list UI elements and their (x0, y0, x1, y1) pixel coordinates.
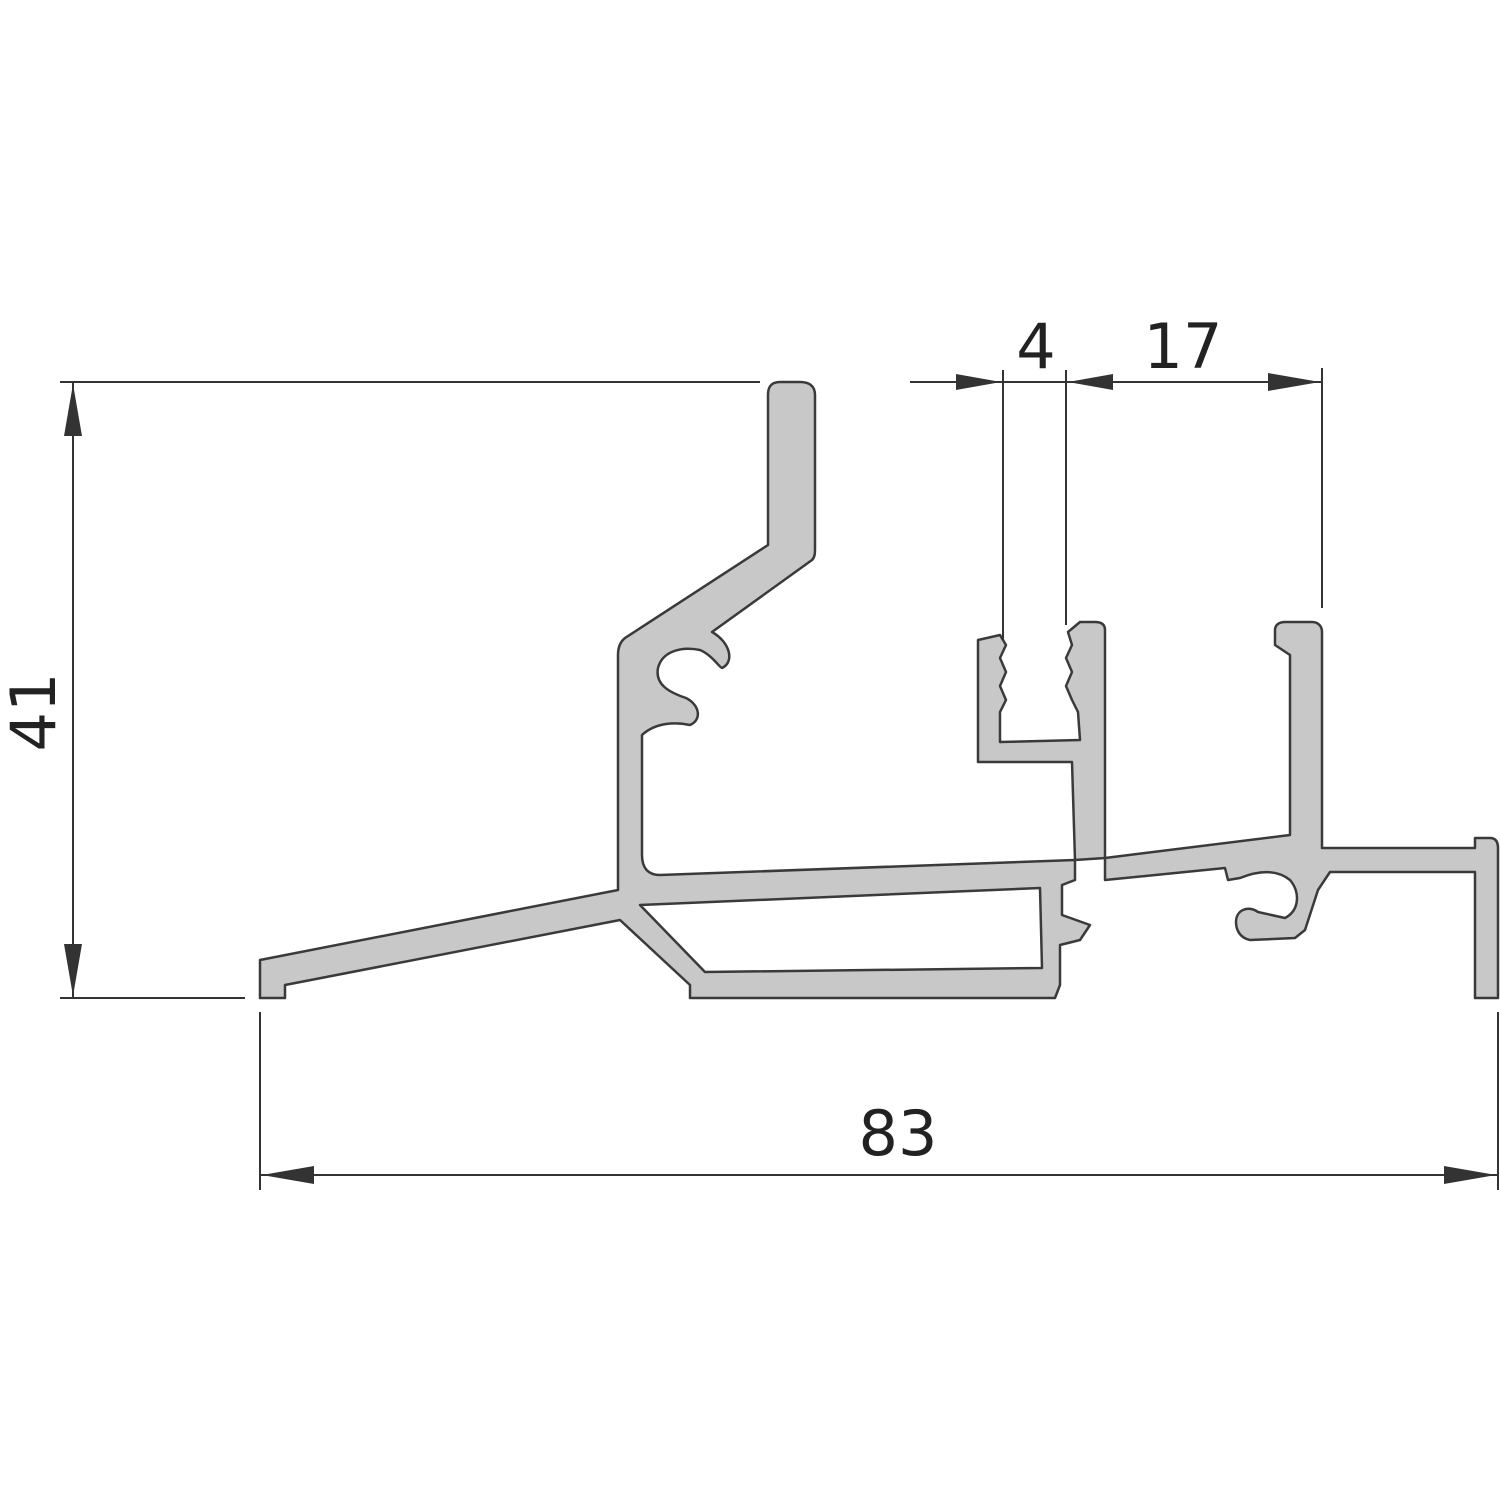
gap-small-label: 4 (1016, 310, 1055, 383)
height-dimension: 41 (0, 381, 760, 999)
height-arrow-bottom (64, 944, 82, 996)
width-arrow-right (1444, 1166, 1496, 1184)
profile-right-section (1103, 620, 1500, 1000)
profile-lower-hollow (638, 886, 1044, 974)
width-arrow-left (262, 1166, 314, 1184)
height-label: 41 (0, 673, 70, 752)
arrow-17-right (1268, 373, 1320, 391)
arrow-4-right (1068, 374, 1113, 390)
arrow-4-left (956, 374, 1001, 390)
gap-large-label: 17 (1144, 310, 1223, 383)
width-dimension: 83 (259, 1012, 1499, 1190)
top-dimensions: 4 17 (910, 310, 1323, 640)
height-arrow-top (64, 384, 82, 436)
width-label: 83 (859, 1097, 938, 1170)
profile-center-stem (976, 620, 1107, 862)
profile-cross-section (258, 380, 1500, 1000)
